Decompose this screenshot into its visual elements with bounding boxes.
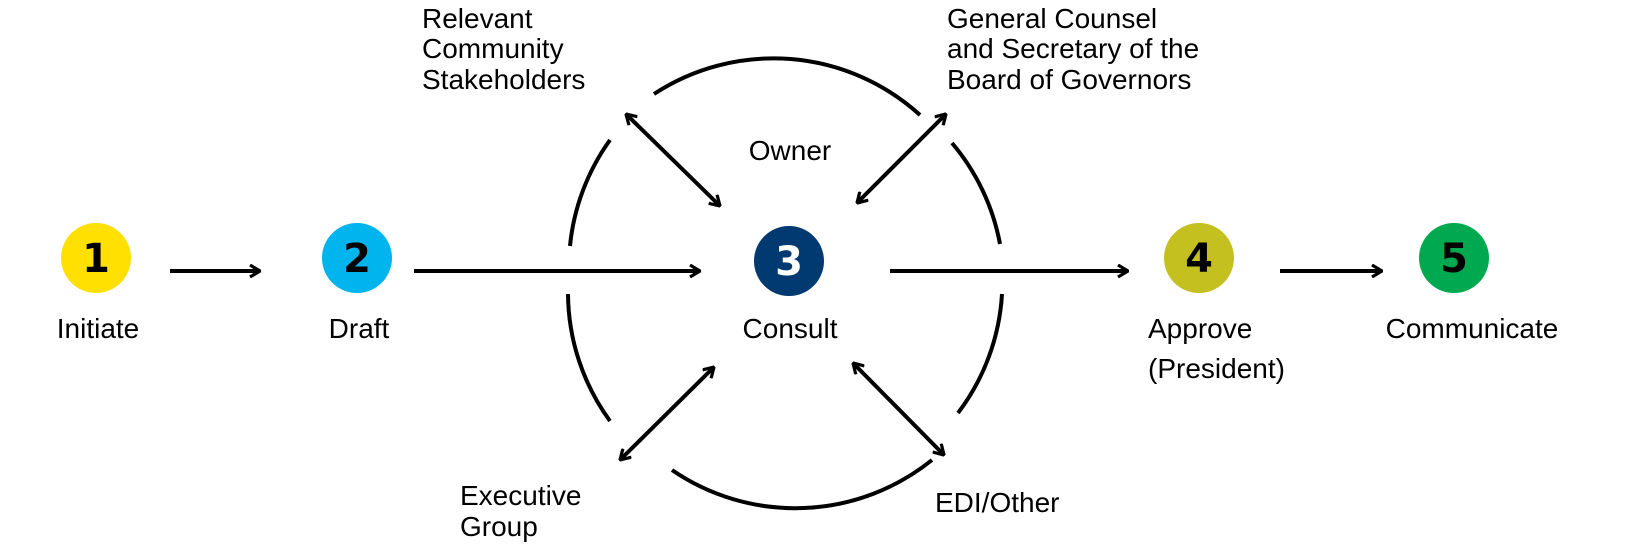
party-stakeholders: Relevant Community Stakeholders <box>422 3 585 95</box>
step-1: 1 Initiate <box>57 223 140 344</box>
party-executive-group: Executive Group <box>460 480 581 542</box>
step-4-label-line2: (President) <box>1148 353 1285 384</box>
step-4-label: Approve <box>1148 313 1252 344</box>
arrow-consult-general-counsel <box>857 114 946 203</box>
arrow-consult-stakeholders <box>626 114 720 206</box>
consultation-ring <box>566 56 1004 511</box>
step-5-number: 5 <box>1440 236 1468 282</box>
owner-label: Owner <box>749 135 831 166</box>
party-general-counsel-line-3: Board of Governors <box>947 64 1191 95</box>
step-1-label: Initiate <box>57 313 140 344</box>
arrow-consult-executive-group <box>620 367 714 460</box>
party-stakeholders-line-1: Relevant <box>422 3 533 34</box>
step-4: 4 Approve (President) <box>1148 223 1285 384</box>
step-5: 5 Communicate <box>1386 223 1559 344</box>
arrow-consult-edi-other <box>853 363 944 455</box>
party-general-counsel: General Counsel and Secretary of the Boa… <box>947 3 1199 95</box>
ring-arc-left-lower <box>566 293 612 423</box>
step-2: 2 Draft <box>322 223 392 344</box>
ring-arc-top <box>652 56 922 117</box>
consultation-arrows <box>620 114 946 460</box>
step-2-number: 2 <box>343 236 371 282</box>
step-1-number: 1 <box>82 236 110 282</box>
party-edi-other: EDI/Other <box>935 487 1059 518</box>
step-3: 3 Consult <box>743 226 838 344</box>
step-2-label: Draft <box>329 313 390 344</box>
ring-arc-right-upper <box>950 141 1002 245</box>
step-4-number: 4 <box>1185 236 1213 282</box>
step-3-label: Consult <box>743 313 838 344</box>
party-edi-other-line-1: EDI/Other <box>935 487 1059 518</box>
step-5-badge <box>1419 223 1489 293</box>
party-executive-group-line-2: Group <box>460 511 538 542</box>
ring-arc-left-upper <box>568 138 612 247</box>
step-5-label: Communicate <box>1386 313 1559 344</box>
step-4-badge <box>1164 223 1234 293</box>
ring-arc-bottom <box>670 458 934 511</box>
step-1-badge <box>61 223 131 293</box>
ring-arc-right-lower <box>956 293 1004 415</box>
party-stakeholders-line-2: Community <box>422 33 564 64</box>
step-3-number: 3 <box>775 239 803 285</box>
party-executive-group-line-1: Executive <box>460 480 581 511</box>
party-general-counsel-line-2: and Secretary of the <box>947 33 1199 64</box>
party-general-counsel-line-1: General Counsel <box>947 3 1157 34</box>
party-stakeholders-line-3: Stakeholders <box>422 64 585 95</box>
step-2-badge <box>322 223 392 293</box>
step-3-badge <box>754 226 824 296</box>
